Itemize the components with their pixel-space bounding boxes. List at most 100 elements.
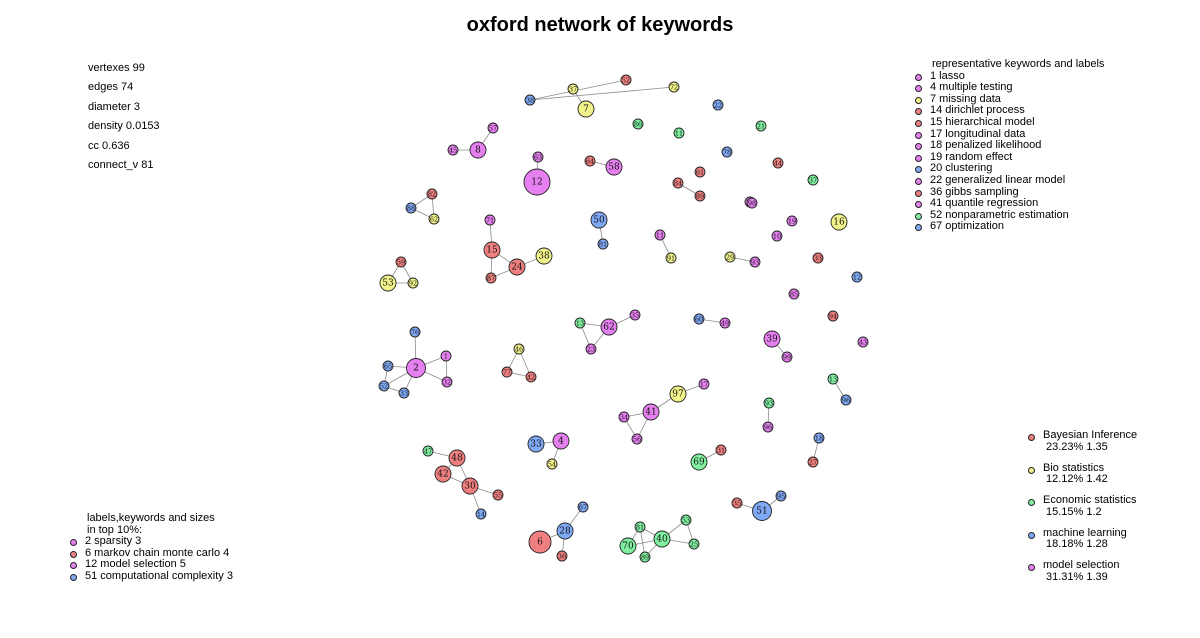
node-circle xyxy=(746,197,758,209)
legend-label: 36 gibbs sampling xyxy=(930,185,1019,198)
node-circle xyxy=(532,151,544,163)
node-label: 40 xyxy=(656,535,668,545)
node-circle xyxy=(469,141,487,159)
network-node: 81 xyxy=(634,521,646,533)
network-node: 19 xyxy=(786,215,798,227)
node-circle xyxy=(668,81,680,93)
stat-edges: edges 74 xyxy=(88,81,134,94)
node-circle xyxy=(485,272,497,284)
node-label: 58 xyxy=(608,163,620,173)
node-circle xyxy=(827,310,839,322)
node-circle xyxy=(523,168,551,196)
legend-label: 17 longitudinal data xyxy=(930,127,1026,140)
legend-label: 1 lasso xyxy=(930,69,965,82)
network-node: 6 xyxy=(528,530,552,554)
node-label: 96 xyxy=(842,397,850,405)
node-circle xyxy=(619,537,637,555)
node-circle xyxy=(574,317,586,329)
node-circle xyxy=(653,530,671,548)
node-circle xyxy=(721,146,733,158)
legend-label: 22 generalized linear model xyxy=(930,173,1066,186)
node-label: 70 xyxy=(622,542,634,552)
node-circle xyxy=(807,174,819,186)
node-label: 38 xyxy=(538,252,550,262)
node-label: 41 xyxy=(645,408,656,418)
node-label: 76 xyxy=(411,329,419,337)
network-node: 31 xyxy=(715,444,727,456)
network-node: 89 xyxy=(639,551,651,563)
network-node: 23 xyxy=(585,343,597,355)
node-circle xyxy=(584,155,596,167)
network-node: 42 xyxy=(525,371,537,383)
node-circle xyxy=(556,550,568,562)
legend-label: 15 hierarchical model xyxy=(930,115,1035,128)
network-node: 53 xyxy=(379,274,397,292)
legend-dot-icon xyxy=(1028,499,1035,506)
node-circle xyxy=(827,373,839,385)
legend-label: 2 sparsity 3 xyxy=(85,535,142,548)
node-label: 82 xyxy=(428,191,436,199)
network-node: 15 xyxy=(483,241,501,259)
legend-label: 51 computational complexity 3 xyxy=(85,569,233,582)
legend-header: representative keywords and labels xyxy=(932,58,1105,70)
node-label: 22 xyxy=(714,102,722,110)
network-node: 24 xyxy=(508,258,526,276)
node-label: 11 xyxy=(656,232,664,240)
legend-dot-icon xyxy=(915,73,922,81)
node-circle xyxy=(788,288,800,300)
legend-dot-icon xyxy=(70,562,77,570)
network-node: 77 xyxy=(501,366,513,378)
node-label: 49 xyxy=(721,320,729,328)
node-circle xyxy=(527,435,545,453)
legend-dot-icon xyxy=(915,154,922,162)
network-node: 95 xyxy=(775,490,787,502)
node-circle xyxy=(398,387,410,399)
network-node: 27 xyxy=(807,456,819,468)
node-circle xyxy=(552,432,570,450)
node-circle xyxy=(546,458,558,470)
network-node: 10 xyxy=(771,230,783,242)
legend-label: 41 quantile regression xyxy=(930,197,1039,210)
network-node: 21 xyxy=(755,120,767,132)
node-label: 85 xyxy=(790,291,798,299)
node-circle xyxy=(585,343,597,355)
node-label: 62 xyxy=(603,323,614,333)
rep-legend-item: 7 missing data xyxy=(915,93,1104,106)
network-node: 91 xyxy=(665,252,677,264)
legend-label: 52 nonparametric estimation xyxy=(930,208,1069,221)
rep-legend-item: 67 optimization xyxy=(915,221,1104,233)
node-label: 65 xyxy=(384,363,392,371)
node-label: 53 xyxy=(682,517,690,525)
node-circle xyxy=(461,477,479,495)
representative-keywords-legend: representative keywords and labels 1 las… xyxy=(915,58,1105,233)
node-label: 2 xyxy=(413,364,419,374)
rep-legend-item: 14 dirichlet process xyxy=(915,105,1104,117)
network-node: 33 xyxy=(812,252,824,264)
node-circle xyxy=(715,444,727,456)
group-name: Bio statistics xyxy=(1043,461,1105,474)
node-circle xyxy=(508,258,526,276)
network-node: 63 xyxy=(532,151,544,163)
node-label: 45 xyxy=(449,147,457,155)
node-label: 52 xyxy=(622,77,630,85)
node-circle xyxy=(428,213,440,225)
network-node: 8 xyxy=(469,141,487,159)
node-label: 61 xyxy=(696,169,704,177)
node-circle xyxy=(693,313,705,325)
node-circle xyxy=(620,74,632,86)
node-circle xyxy=(632,118,644,130)
node-label: 4 xyxy=(558,437,564,447)
node-circle xyxy=(441,376,453,388)
node-circle xyxy=(673,127,685,139)
network-node: 11 xyxy=(673,127,685,139)
network-node: 38 xyxy=(524,94,536,106)
legend-dot-icon xyxy=(1028,466,1035,474)
group-name: Bayesian Inference xyxy=(1043,429,1138,441)
stat-density: density 0.0153 xyxy=(88,120,160,133)
top-legend-item: 12 model selection 5 xyxy=(70,559,233,571)
legend-dot-icon xyxy=(915,224,922,232)
network-node: 89 xyxy=(694,190,706,202)
legend-dot-icon xyxy=(915,212,922,220)
